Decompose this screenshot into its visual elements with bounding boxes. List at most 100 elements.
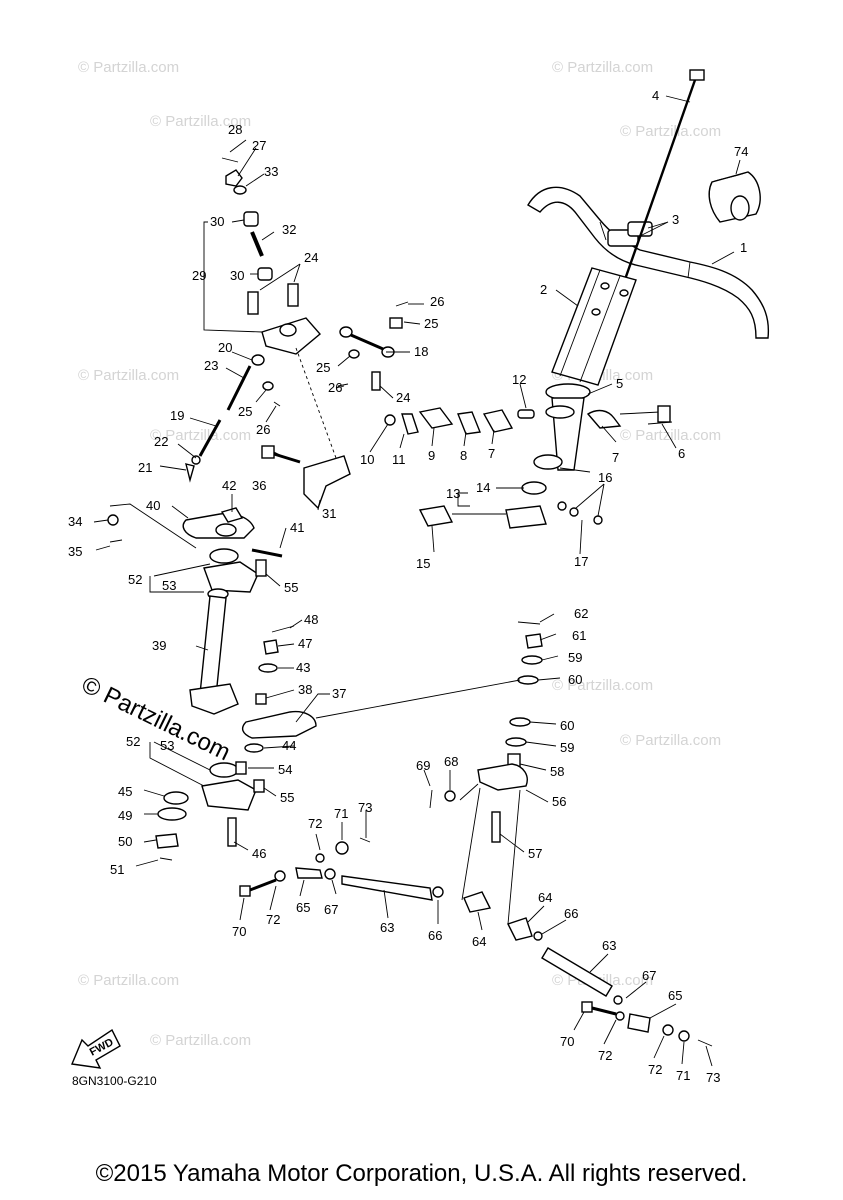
callout-9: 9 (428, 448, 435, 463)
callout-29: 29 (192, 268, 206, 283)
callout-32: 32 (282, 222, 296, 237)
relay-arm (429, 621, 543, 843)
callout-55: 55 (280, 790, 294, 805)
callout-59: 59 (560, 740, 574, 755)
callout-23: 23 (204, 358, 218, 373)
callout-60: 60 (568, 672, 582, 687)
callout-54: 54 (278, 762, 292, 777)
callout-1: 1 (740, 240, 747, 255)
callout-2: 2 (540, 282, 547, 297)
bracket-bolt (586, 405, 673, 429)
callout-18: 18 (414, 344, 428, 359)
diagram-code: 8GN3100-G210 (72, 1074, 157, 1088)
callout-39: 39 (152, 638, 166, 653)
callout-7: 7 (488, 446, 495, 461)
collar (517, 409, 535, 419)
callout-4: 4 (652, 88, 659, 103)
watermark: © Partzilla.com (552, 59, 653, 76)
steering-arm (107, 507, 283, 861)
callout-67: 67 (642, 968, 656, 983)
callout-46: 46 (252, 846, 266, 861)
callout-25: 25 (238, 404, 252, 419)
callout-67: 67 (324, 902, 338, 917)
callout-21: 21 (138, 460, 152, 475)
callout-58: 58 (550, 764, 564, 779)
callout-27: 27 (252, 138, 266, 153)
callout-68: 68 (444, 754, 458, 769)
tie-rod-right (507, 917, 713, 1047)
callout-14: 14 (476, 480, 490, 495)
callout-22: 22 (154, 434, 168, 449)
callout-72: 72 (598, 1048, 612, 1063)
handlebar-pad (708, 171, 761, 223)
callout-65: 65 (668, 988, 682, 1003)
callout-38: 38 (298, 682, 312, 697)
callout-26: 26 (256, 422, 270, 437)
pitman-arm (235, 625, 317, 775)
watermarks: © Partzilla.com © Partzilla.com © Partzi… (77, 59, 721, 1049)
callout-15: 15 (416, 556, 430, 571)
callout-52: 52 (128, 572, 142, 587)
watermark: © Partzilla.com (150, 427, 251, 444)
callout-16: 16 (598, 470, 612, 485)
watermark: © Partzilla.com (78, 972, 179, 989)
watermark: © Partzilla.com (150, 1032, 251, 1049)
callout-53: 53 (162, 578, 176, 593)
callout-45: 45 (118, 784, 132, 799)
callout-3: 3 (672, 212, 679, 227)
callout-64: 64 (472, 934, 486, 949)
callout-56: 56 (552, 794, 566, 809)
callout-53: 53 (160, 738, 174, 753)
callout-71: 71 (676, 1068, 690, 1083)
callout-19: 19 (170, 408, 184, 423)
fwd-arrow-icon: FWD (71, 1028, 121, 1069)
callout-25: 25 (424, 316, 438, 331)
callout-51: 51 (110, 862, 124, 877)
callout-26: 26 (328, 380, 342, 395)
callout-12: 12 (512, 372, 526, 387)
callout-20: 20 (218, 340, 232, 355)
callout-8: 8 (460, 448, 467, 463)
callout-6: 6 (678, 446, 685, 461)
callout-41: 41 (290, 520, 304, 535)
callout-73: 73 (706, 1070, 720, 1085)
callout-55: 55 (284, 580, 298, 595)
callout-72: 72 (648, 1062, 662, 1077)
callout-13: 13 (446, 486, 460, 501)
callout-60: 60 (560, 718, 574, 733)
callout-69: 69 (416, 758, 430, 773)
handlebar (527, 186, 770, 339)
callout-61: 61 (572, 628, 586, 643)
callout-7: 7 (612, 450, 619, 465)
callout-36: 36 (252, 478, 266, 493)
callout-5: 5 (616, 376, 623, 391)
callout-70: 70 (232, 924, 246, 939)
damper-group (185, 157, 409, 510)
callout-34: 34 (68, 514, 82, 529)
callout-44: 44 (282, 738, 296, 753)
callout-26: 26 (430, 294, 444, 309)
callout-43: 43 (296, 660, 310, 675)
callout-31: 31 (322, 506, 336, 521)
callout-52: 52 (126, 734, 140, 749)
callout-37: 37 (332, 686, 346, 701)
callout-42: 42 (222, 478, 236, 493)
watermark: © Partzilla.com (150, 113, 251, 130)
callout-62: 62 (574, 606, 588, 621)
callout-25: 25 (316, 360, 330, 375)
callout-74: 74 (734, 144, 748, 159)
watermark: © Partzilla.com (552, 677, 653, 694)
watermark: © Partzilla.com (78, 59, 179, 76)
callout-24: 24 (396, 390, 410, 405)
watermark: © Partzilla.com (620, 732, 721, 749)
callout-17: 17 (574, 554, 588, 569)
callout-24: 24 (304, 250, 318, 265)
callout-10: 10 (360, 452, 374, 467)
callout-57: 57 (528, 846, 542, 861)
leader-lines (93, 95, 741, 1067)
callout-72: 72 (266, 912, 280, 927)
callout-30: 30 (210, 214, 224, 229)
watermark: © Partzilla.com (620, 123, 721, 140)
callout-numbers: 1 2 3 4 5 6 7 7 8 9 10 11 12 13 14 15 16… (68, 88, 748, 1085)
